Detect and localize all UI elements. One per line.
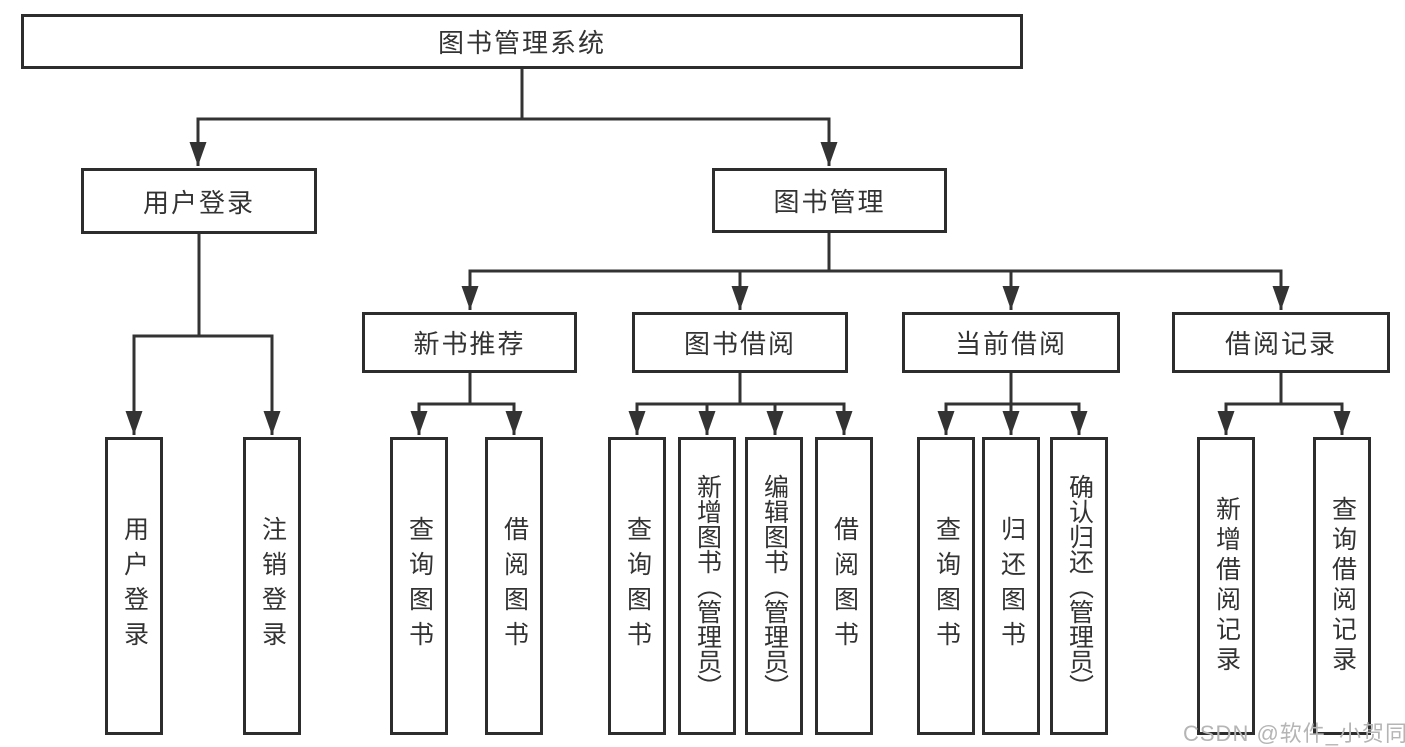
csdn-watermark: CSDN @软件_小贺同学 — [1183, 721, 1405, 746]
node-current-borrow: 当前借阅 — [902, 312, 1120, 373]
leaf-logout: 注销登录 — [243, 437, 301, 735]
leaf-borrow-borrow-books: 借阅图书 — [815, 437, 873, 735]
node-book-borrow: 图书借阅 — [632, 312, 848, 373]
leaf-confirm-return-admin: 确认归还（管理员） — [1050, 437, 1108, 735]
node-new-book-recommend: 新书推荐 — [362, 312, 577, 373]
leaf-newbook-borrow-books: 借阅图书 — [485, 437, 543, 735]
leaf-newbook-query-books: 查询图书 — [390, 437, 448, 735]
connector-root-trunk — [196, 69, 831, 121]
connector-current-borrow-trunk — [944, 373, 1081, 406]
node-borrow-records: 借阅记录 — [1172, 312, 1390, 373]
node-book-management: 图书管理 — [712, 168, 947, 233]
connector-book-mgmt-trunk — [468, 233, 1283, 273]
connector-new-book-trunk — [417, 373, 516, 406]
connector-book-borrow-trunk — [635, 373, 846, 406]
leaf-add-borrow-record: 新增借阅记录 — [1197, 437, 1255, 735]
leaf-add-book-admin: 新增图书（管理员） — [678, 437, 736, 735]
node-user-login: 用户登录 — [81, 168, 317, 234]
connector-borrow-records-trunk — [1224, 373, 1344, 406]
leaf-borrow-query-books: 查询图书 — [608, 437, 666, 735]
leaf-user-login: 用户登录 — [105, 437, 163, 735]
leaf-current-query-books: 查询图书 — [917, 437, 975, 735]
connector-user-login-trunk — [132, 234, 274, 338]
node-root: 图书管理系统 — [21, 14, 1023, 69]
leaf-return-books: 归还图书 — [982, 437, 1040, 735]
leaf-edit-book-admin: 编辑图书（管理员） — [745, 437, 803, 735]
leaf-query-borrow-record: 查询借阅记录 — [1313, 437, 1371, 735]
